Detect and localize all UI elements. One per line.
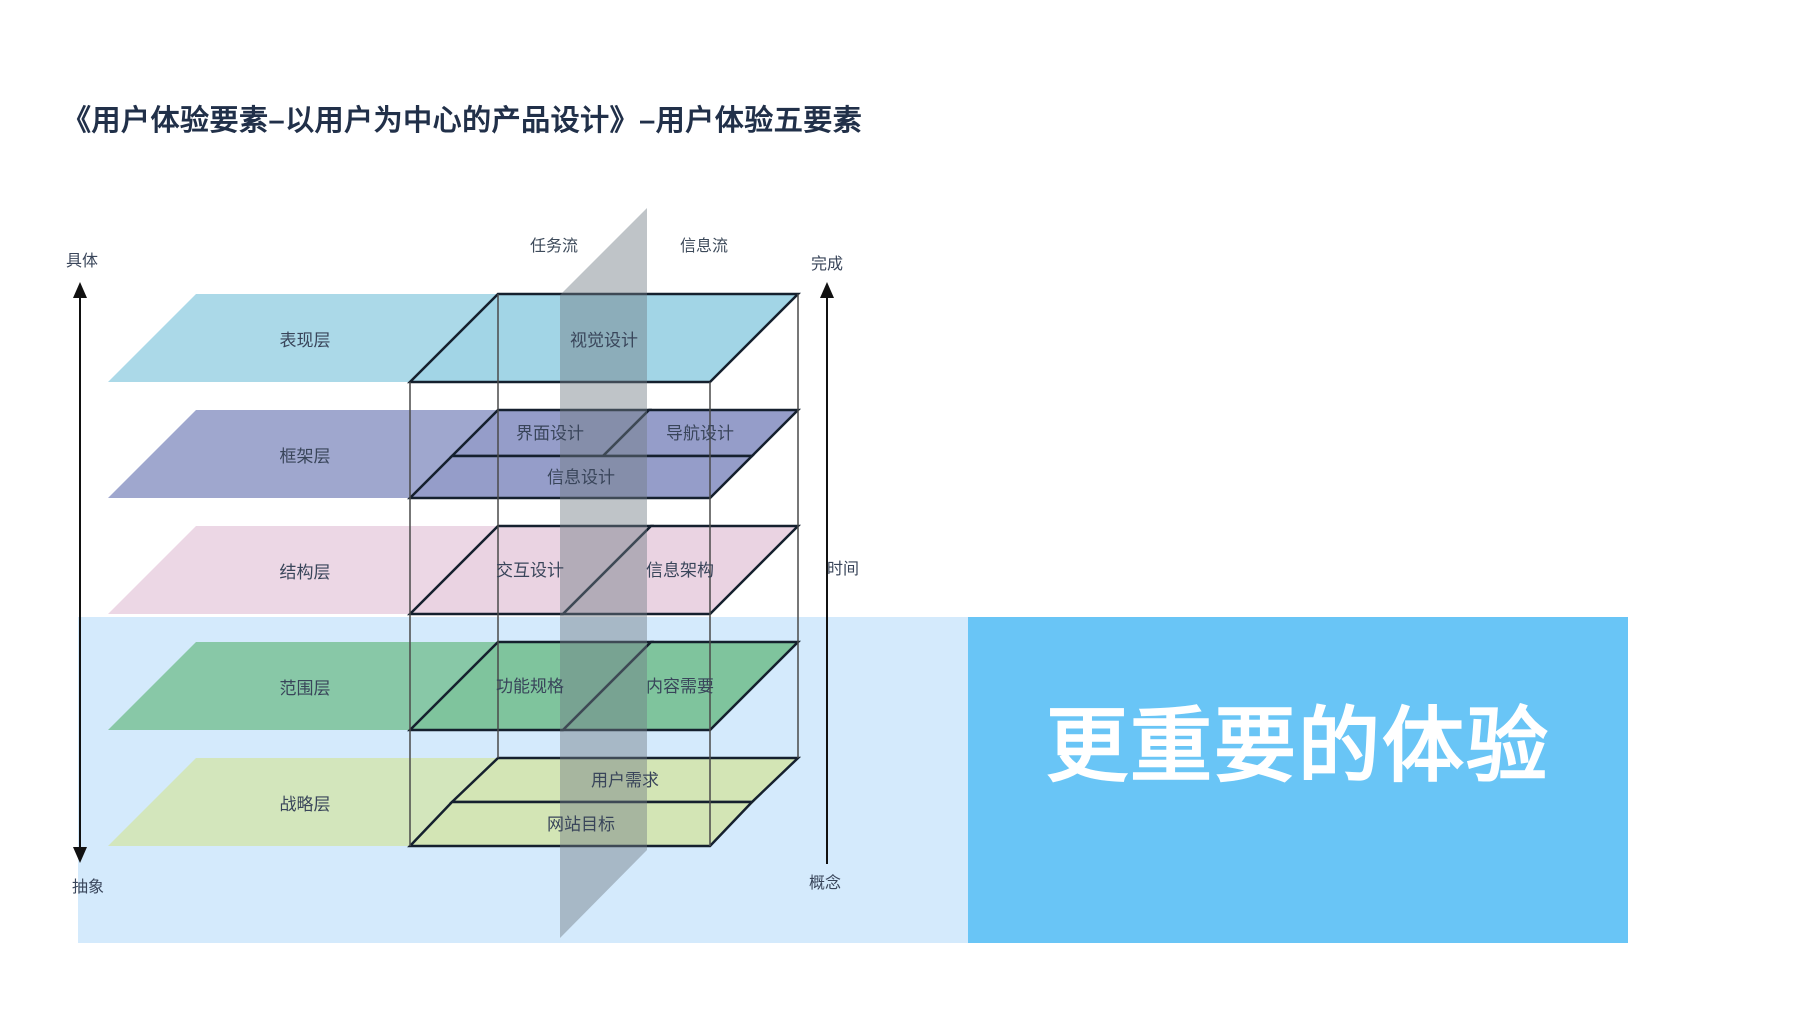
- plane-labels: 视觉设计 界面设计 导航设计 信息设计 交互设计 信息架构 功能规格 内容需要 …: [496, 331, 734, 834]
- interface-design-label: 界面设计: [516, 424, 584, 443]
- navigation-design-label: 导航设计: [666, 424, 734, 443]
- site-objectives-label: 网站目标: [547, 815, 615, 834]
- arrow-up-icon: [73, 282, 87, 298]
- axis-label-time: 时间: [827, 560, 859, 578]
- user-needs-label: 用户需求: [591, 771, 659, 790]
- info-flow-label: 信息流: [680, 237, 728, 255]
- time-axis: 完成 时间 概念: [809, 255, 859, 892]
- flow-divider-plane: [560, 208, 647, 938]
- layer-name-labels: 表现层 框架层 结构层 范围层 战略层: [280, 331, 331, 814]
- arrow-up-icon: [820, 282, 834, 298]
- abstraction-axis: 具体 抽象: [66, 252, 104, 896]
- page-title: 《用户体验要素–以用户为中心的产品设计》–用户体验五要素: [62, 105, 863, 137]
- axis-label-completion: 完成: [811, 255, 843, 273]
- functional-spec-label: 功能规格: [496, 677, 564, 696]
- arrow-down-icon: [73, 847, 87, 863]
- visual-design-label: 视觉设计: [570, 331, 638, 350]
- interaction-design-label: 交互设计: [496, 561, 564, 580]
- task-flow-label: 任务流: [530, 237, 578, 255]
- site-objectives-plane: [407, 800, 755, 848]
- strategy-layer-label: 战略层: [280, 795, 331, 814]
- content-requirements-label: 内容需要: [646, 677, 714, 696]
- information-design-label: 信息设计: [547, 468, 615, 487]
- skeleton-layer-label: 框架层: [280, 447, 331, 466]
- highlight-box: 更重要的体验: [968, 617, 1628, 943]
- axis-label-conception: 概念: [809, 873, 841, 892]
- surface-layer-label: 表现层: [280, 331, 331, 350]
- information-design-plane: [406, 454, 756, 500]
- highlight-text: 更重要的体验: [1045, 700, 1550, 792]
- box-frame: [409, 294, 799, 846]
- scope-layer-label: 范围层: [280, 679, 331, 698]
- structure-layer-label: 结构层: [280, 563, 331, 582]
- axis-label-concrete: 具体: [66, 252, 98, 270]
- information-architecture-label: 信息架构: [646, 561, 714, 580]
- layer-planes: [406, 292, 802, 848]
- axis-label-abstract: 抽象: [72, 878, 104, 896]
